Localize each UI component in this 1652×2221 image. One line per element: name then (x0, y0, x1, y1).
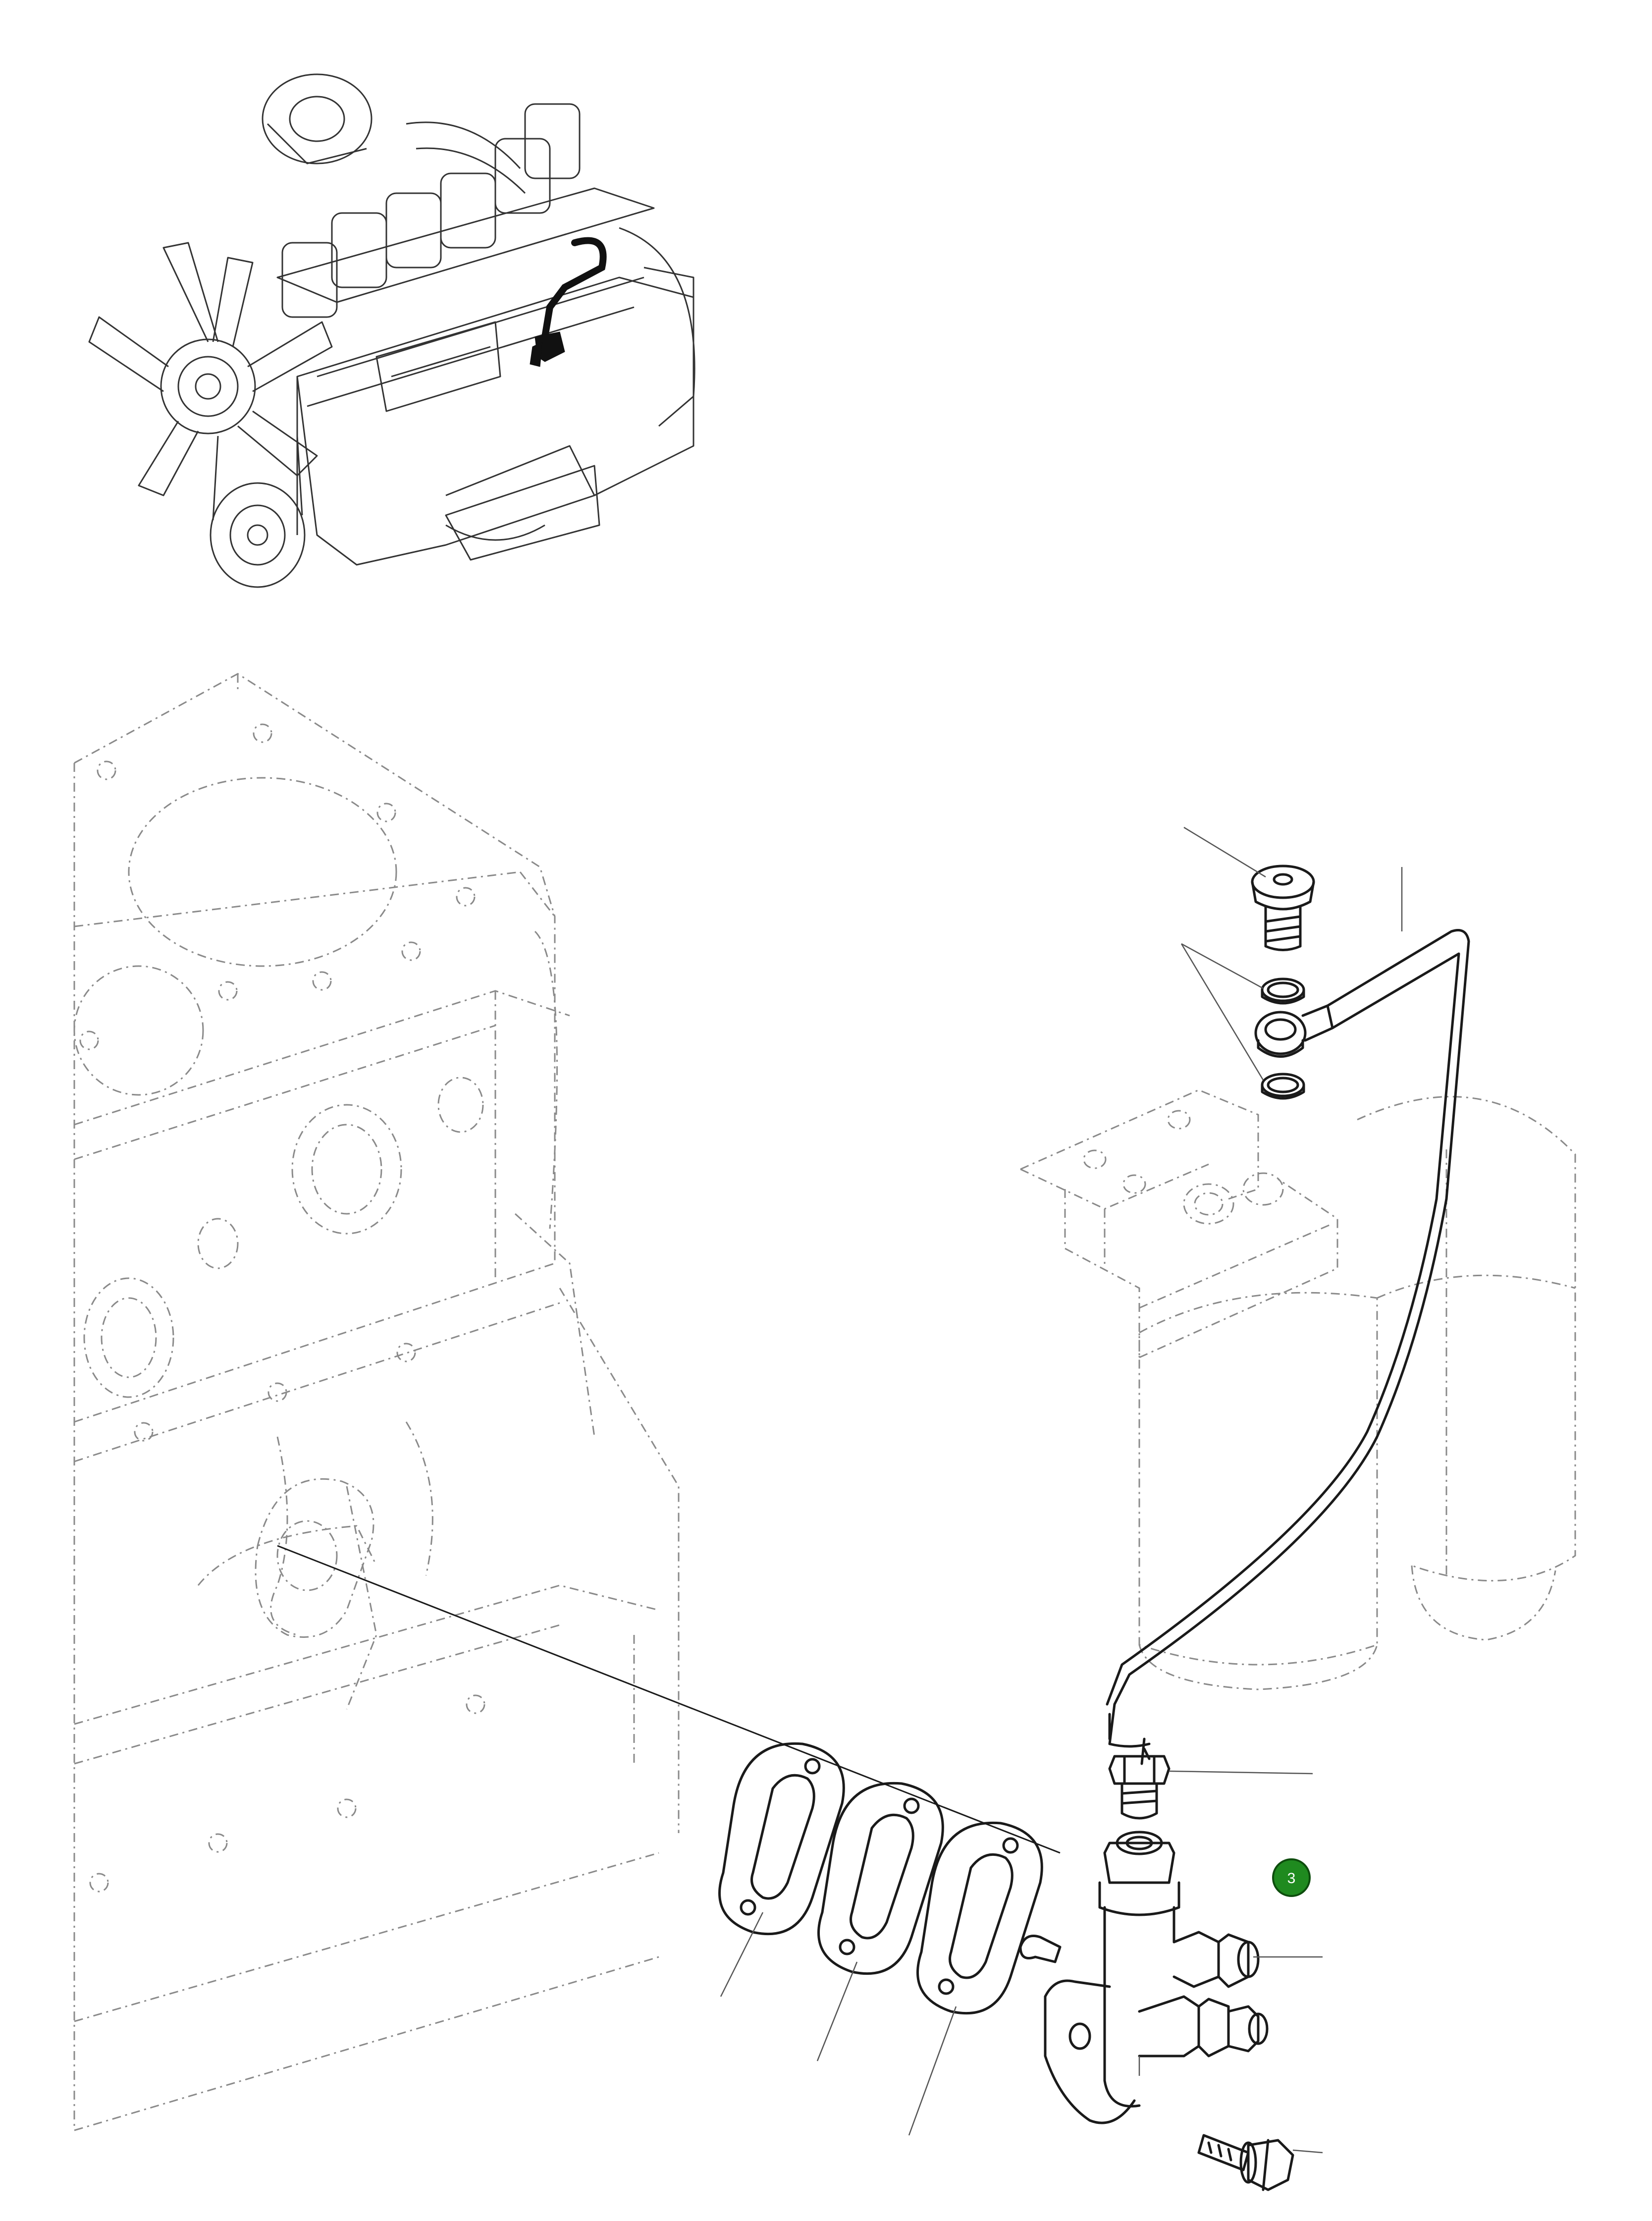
banjo-bolt (1251, 865, 1315, 951)
engine-fan (88, 242, 333, 496)
flange-bolt (1197, 2134, 1294, 2191)
leader-banjo-bolt (1183, 826, 1266, 878)
engine-pulleys (210, 435, 306, 588)
leader-union-nut (1169, 1770, 1313, 1775)
engine-block (262, 73, 695, 566)
leader-gasket-2 (816, 1961, 858, 2061)
engine-block-phantom (73, 673, 680, 2131)
highlighted-fuel-line (530, 237, 607, 367)
fuel-pipe (1106, 929, 1470, 1765)
leader-gasket-3 (908, 2006, 957, 2136)
pipe-union-nut (1108, 1755, 1171, 1820)
leader-bolt (1292, 2149, 1323, 2154)
callout-badge[interactable]: 3 (1272, 1858, 1311, 1897)
gasket-3 (916, 1821, 1043, 2015)
alignment-line (277, 1545, 1061, 1854)
sealing-washer-lower (1261, 1073, 1305, 1100)
sealing-washer-upper (1261, 977, 1305, 1005)
callout-label: 3 (1287, 1870, 1296, 1887)
leader-gasket-1 (720, 1912, 764, 1997)
engine-overview-thumbnail (88, 73, 695, 588)
gasket-2 (817, 1782, 944, 1975)
leader-washers (1181, 943, 1264, 989)
gasket-1 (718, 1742, 845, 1936)
fuel-filter-phantom (1020, 1089, 1576, 1690)
leader-washers-2 (1180, 943, 1264, 1081)
fuel-feed-pump (1019, 1831, 1269, 2124)
leader-lines (720, 826, 1403, 2154)
